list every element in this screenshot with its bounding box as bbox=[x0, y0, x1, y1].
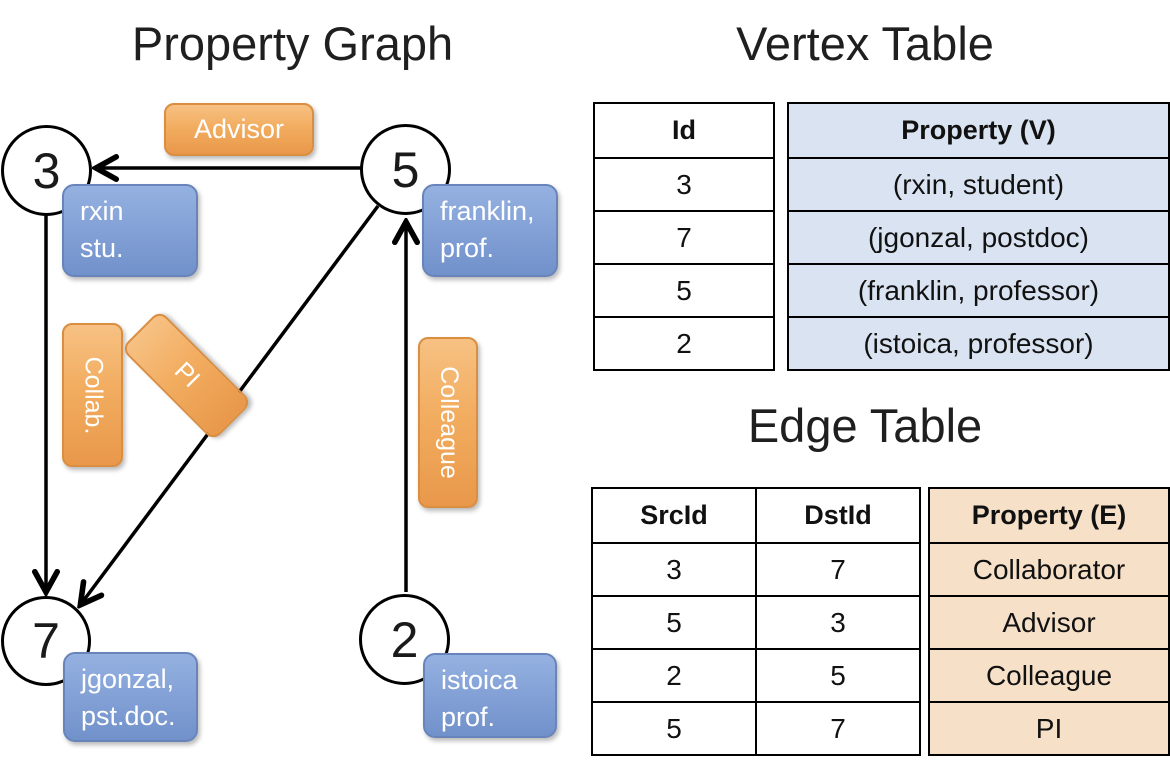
edge-table-property-column: Property (E) Collaborator Advisor Collea… bbox=[928, 487, 1170, 756]
vertex-property-line: franklin, bbox=[440, 196, 535, 226]
table-header-cell: Id bbox=[672, 115, 696, 145]
edge-table-id-columns: SrcId DstId 3 7 5 3 2 5 5 7 bbox=[591, 487, 921, 756]
vertex-property-line: pst.doc. bbox=[81, 701, 176, 732]
table-row: 2 bbox=[595, 316, 773, 369]
vertex-table-id-column: Id 3 7 5 2 bbox=[593, 102, 775, 371]
table-row: PI bbox=[930, 701, 1168, 754]
vertex-property-box-7: jgonzal, pst.doc. bbox=[63, 652, 198, 742]
vertex-property-line: prof. bbox=[441, 702, 496, 733]
node-id-label: 3 bbox=[32, 142, 61, 199]
table-cell: 3 bbox=[676, 168, 692, 200]
table-row: Collaborator bbox=[930, 542, 1168, 595]
node-id-label: 2 bbox=[390, 611, 419, 668]
graph-node-5: 5 bbox=[360, 124, 451, 215]
table-cell: (rxin, student) bbox=[892, 168, 1065, 200]
table-cell: Colleague bbox=[985, 659, 1113, 691]
table-cell: Advisor bbox=[1002, 606, 1096, 638]
table-cell: 3 bbox=[666, 553, 682, 585]
table-row: 2 5 bbox=[593, 648, 919, 701]
table-cell: (istoica, professor) bbox=[863, 327, 1094, 359]
table-cell: 5 bbox=[666, 606, 682, 638]
table-header-cell: SrcId bbox=[640, 500, 708, 530]
vertex-property-line: istoica bbox=[441, 665, 518, 695]
vertex-property-box-5: franklin, prof. bbox=[422, 184, 558, 277]
table-cell: 7 bbox=[676, 221, 692, 253]
node-id-label: 7 bbox=[32, 613, 60, 669]
edge-label-colleague: Colleague bbox=[418, 337, 478, 508]
table-header-cell: Property (E) bbox=[971, 500, 1127, 530]
vertex-table-property-column: Property (V) (rxin, student) (jgonzal, p… bbox=[787, 102, 1170, 371]
node-id-label: 5 bbox=[391, 141, 420, 198]
table-row: 5 bbox=[595, 263, 773, 316]
table-row: Advisor bbox=[930, 595, 1168, 648]
edge-label-advisor: Advisor bbox=[164, 103, 314, 156]
table-header-cell: Property (V) bbox=[901, 115, 1056, 145]
table-row: 3 7 bbox=[593, 542, 919, 595]
table-cell: 5 bbox=[755, 650, 919, 701]
property-graph-title: Property Graph bbox=[131, 17, 454, 70]
table-cell: 5 bbox=[676, 274, 692, 306]
table-cell: (jgonzal, postdoc) bbox=[867, 221, 1089, 253]
table-row: (jgonzal, postdoc) bbox=[789, 210, 1168, 263]
vertex-property-box-2: istoica prof. bbox=[423, 653, 557, 738]
graph-node-2: 2 bbox=[359, 594, 450, 685]
table-cell: Collaborator bbox=[972, 553, 1126, 585]
table-cell: PI bbox=[1035, 712, 1063, 744]
vertex-table: Id 3 7 5 2 Property (V) (rxin, student) … bbox=[593, 102, 1170, 371]
vertex-property-line: stu. bbox=[80, 233, 124, 264]
table-cell: 7 bbox=[755, 544, 919, 595]
table-cell: 3 bbox=[755, 597, 919, 648]
vertex-property-line: prof. bbox=[440, 233, 495, 264]
table-row: 3 bbox=[595, 157, 773, 210]
table-header-cell: DstId bbox=[755, 489, 919, 542]
edge-label-collab: Collab. bbox=[62, 323, 123, 467]
table-row: 5 7 bbox=[593, 701, 919, 754]
edge-table: SrcId DstId 3 7 5 3 2 5 5 7 Property (E)… bbox=[591, 487, 1170, 756]
vertex-property-line: jgonzal, bbox=[81, 664, 175, 694]
table-row: Colleague bbox=[930, 648, 1168, 701]
vertex-table-title: Vertex Table bbox=[736, 17, 994, 70]
vertex-property-line: rxin bbox=[80, 196, 124, 226]
table-cell: 2 bbox=[666, 659, 682, 691]
edge-label-text: PI bbox=[168, 356, 206, 394]
edge-label-text: Advisor bbox=[193, 114, 285, 144]
table-cell: 5 bbox=[666, 712, 682, 744]
table-row: (rxin, student) bbox=[789, 157, 1168, 210]
vertex-property-box-3: rxin stu. bbox=[62, 184, 198, 277]
table-row: (istoica, professor) bbox=[789, 316, 1168, 369]
table-cell: 7 bbox=[755, 703, 919, 754]
table-row: (franklin, professor) bbox=[789, 263, 1168, 316]
table-cell: 2 bbox=[676, 327, 692, 359]
table-row: 5 3 bbox=[593, 595, 919, 648]
edge-label-text: Collab. bbox=[79, 356, 108, 434]
edge-label-text: Colleague bbox=[434, 366, 463, 479]
edge-table-title: Edge Table bbox=[747, 399, 983, 452]
table-cell: (franklin, professor) bbox=[857, 274, 1100, 306]
table-row: 7 bbox=[595, 210, 773, 263]
